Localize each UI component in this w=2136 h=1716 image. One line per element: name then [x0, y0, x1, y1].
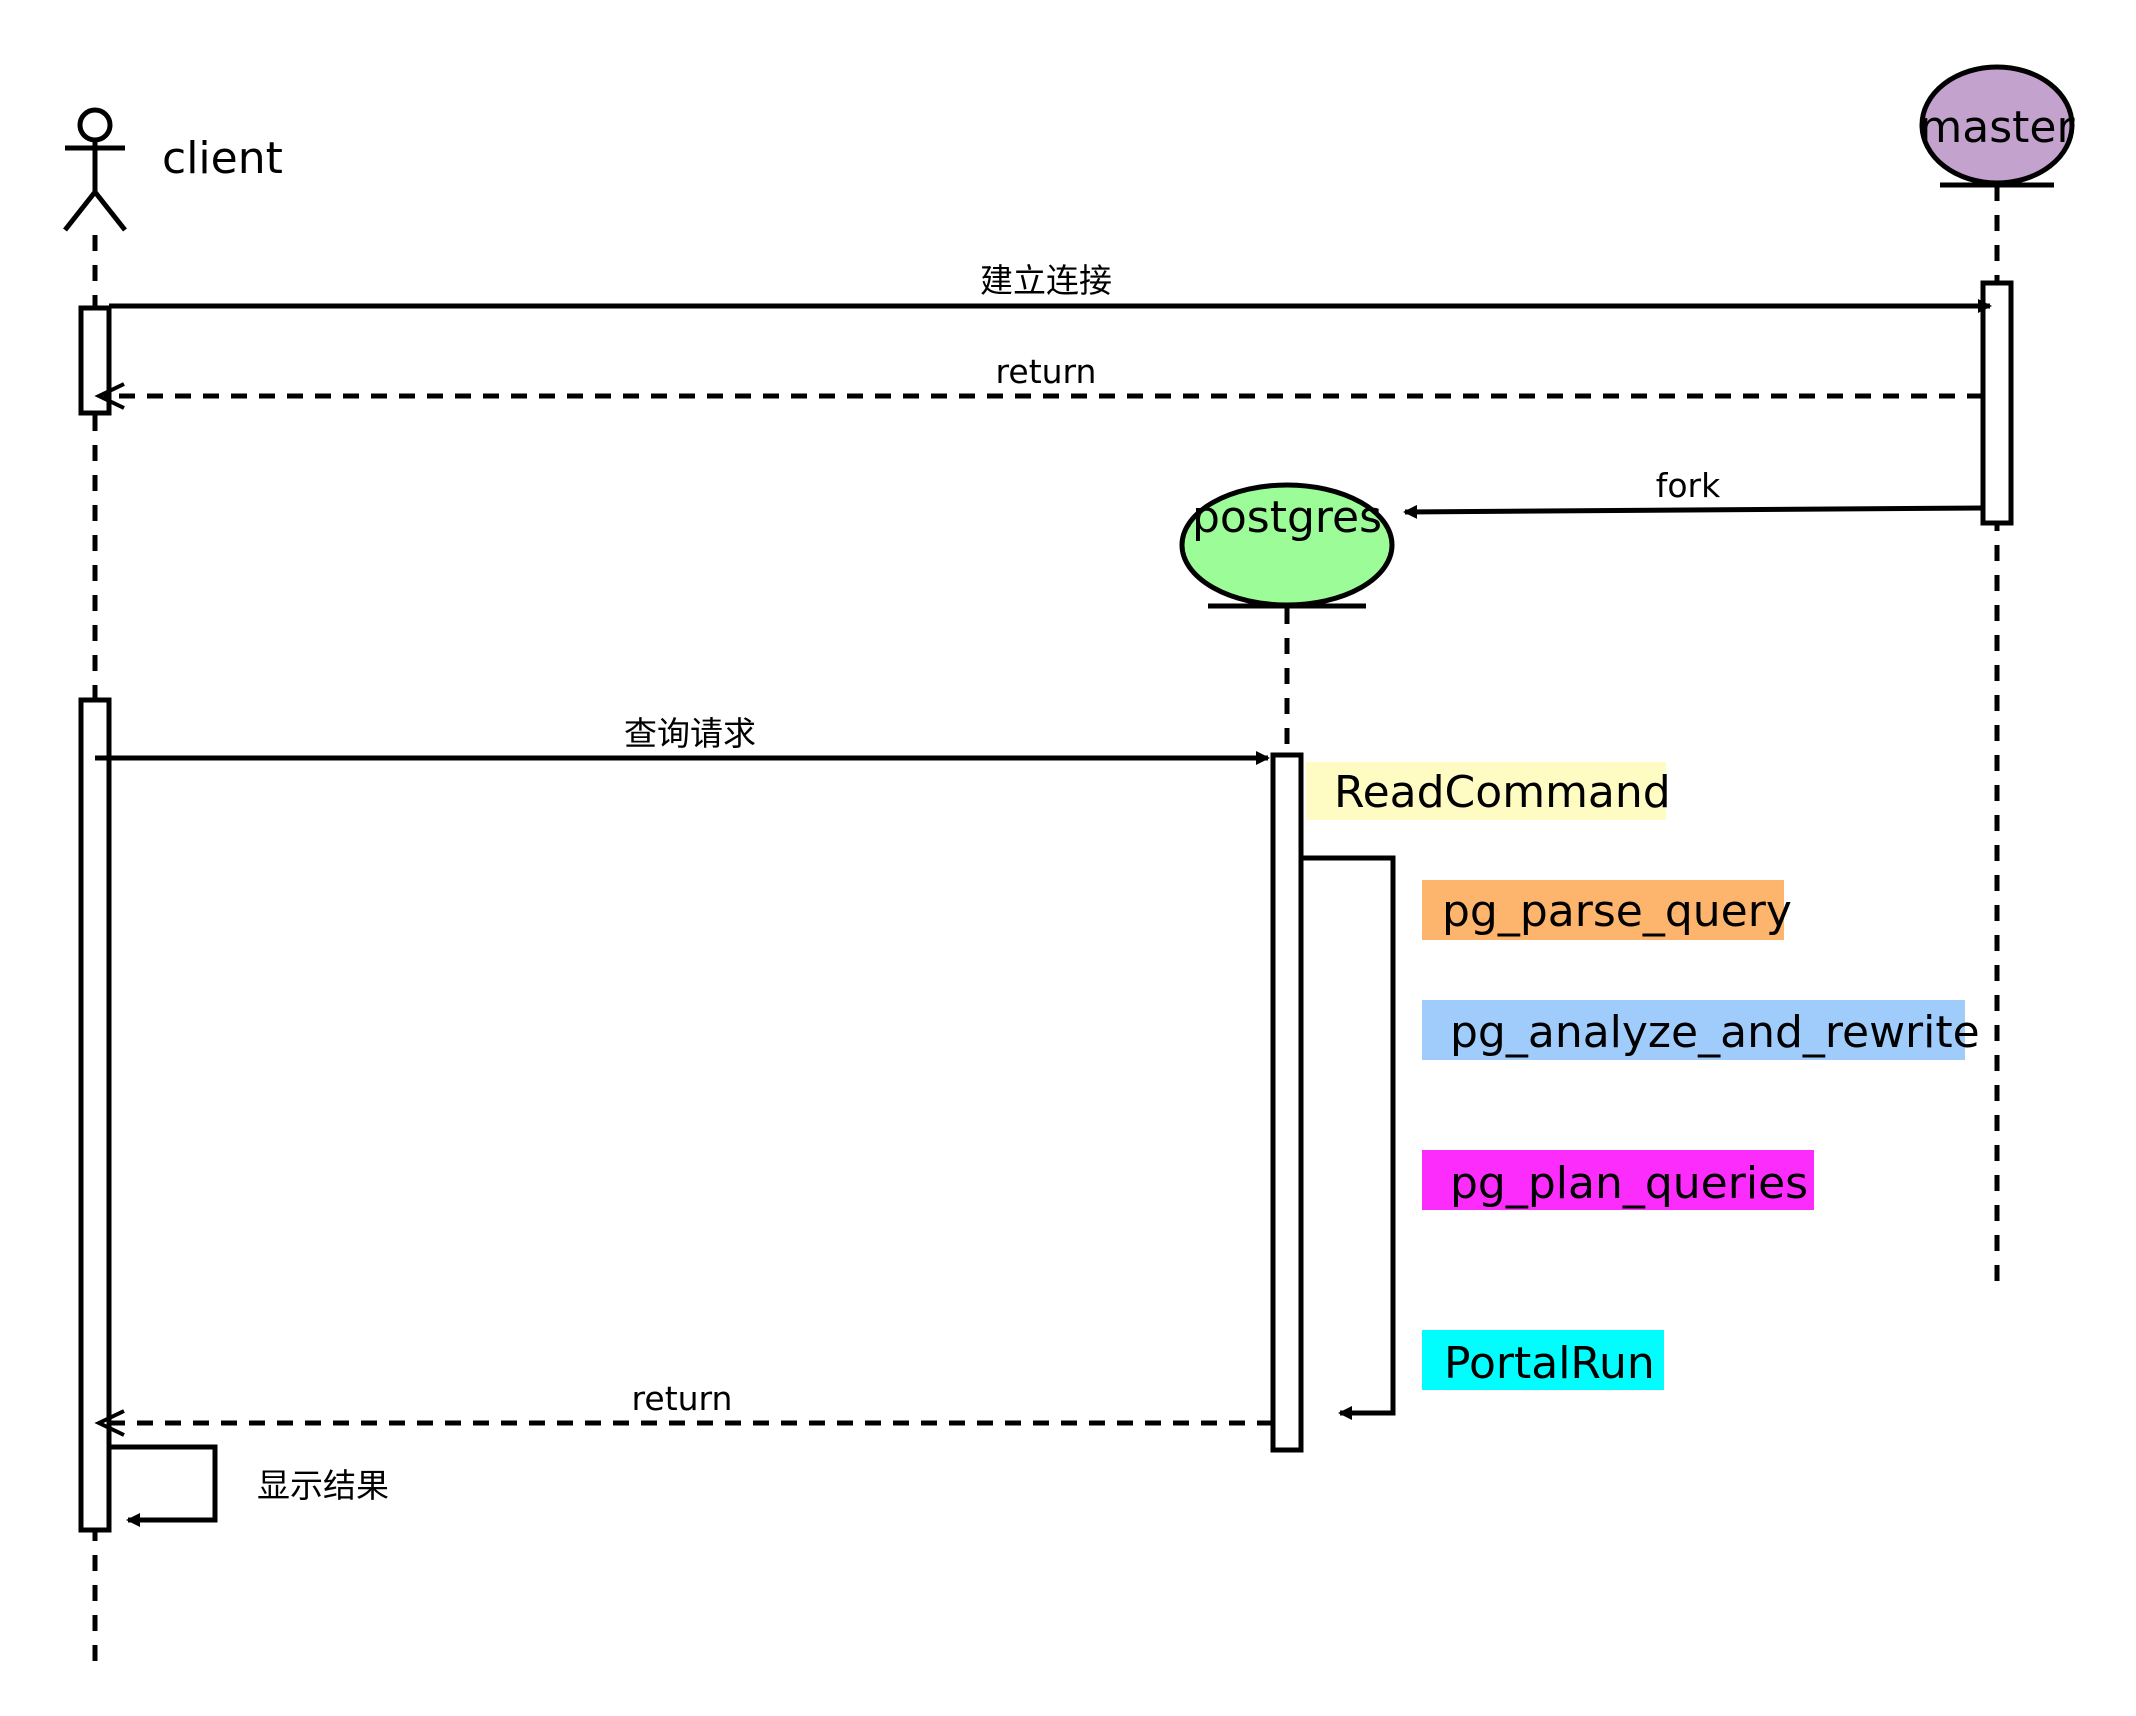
step-parse-query-label: pg_parse_query [1442, 886, 1792, 937]
step-analyze-and-rewrite-label: pg_analyze_and_rewrite [1450, 1007, 1980, 1058]
client-actor-icon [63, 107, 127, 232]
query-return-label: return [632, 1379, 733, 1418]
show-result-arrow [109, 1444, 218, 1527]
fork-arrow [1403, 504, 1984, 519]
client-activation-connect [78, 305, 112, 416]
step-read-command-label: ReadCommand [1334, 767, 1671, 818]
step-portal-run-bg [1422, 1330, 1664, 1390]
connect-return-label: return [996, 352, 1097, 391]
client-activation-query [78, 697, 112, 1533]
fork-label: fork [1656, 466, 1721, 505]
step-plan-queries-bg [1422, 1150, 1814, 1210]
master-label: master [1919, 102, 2075, 153]
connect-return-arrowhead [94, 382, 125, 410]
step-plan-queries: pg_plan_queries [1422, 1150, 1814, 1210]
client-label: client [162, 133, 283, 184]
master-activation [1980, 280, 2014, 526]
step-parse-query: pg_parse_query [1422, 880, 1792, 940]
step-read-command: ReadCommand [1306, 762, 1671, 820]
step-plan-queries-label: pg_plan_queries [1450, 1158, 1808, 1209]
step-read-command-bg [1306, 762, 1666, 820]
postgres-label: postgres [1192, 492, 1382, 543]
step-analyze-and-rewrite-bg [1422, 1000, 1965, 1060]
step-portal-run-label: PortalRun [1444, 1338, 1655, 1389]
step-analyze-and-rewrite: pg_analyze_and_rewrite [1422, 1000, 1980, 1060]
query-label: 查询请求 [624, 714, 756, 753]
postgres-self-call-arrow [1301, 855, 1396, 1420]
postgres-activation [1270, 752, 1304, 1453]
show-result-label: 显示结果 [257, 1466, 389, 1505]
step-portal-run: PortalRun [1422, 1330, 1664, 1390]
step-parse-query-bg [1422, 880, 1784, 940]
connect-label: 建立连接 [980, 261, 1112, 300]
query-return-arrowhead [94, 1409, 125, 1437]
